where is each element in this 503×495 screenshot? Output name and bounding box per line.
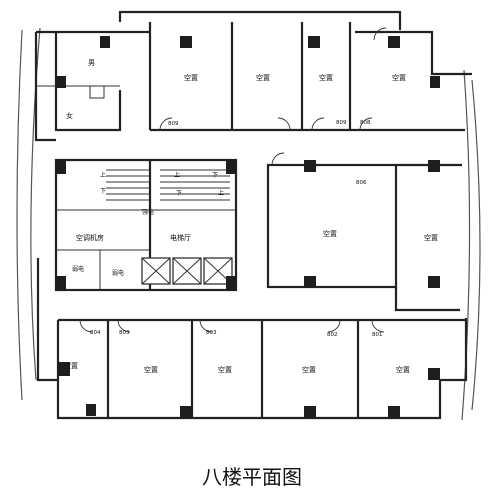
room-number-809a: 809 (168, 121, 179, 127)
door-swings (79, 27, 387, 333)
room-number-806: 806 (356, 180, 367, 186)
room-label-vacant-3: 空置 (319, 73, 333, 82)
plan-title: 八楼平面图 (202, 465, 302, 489)
west-wall-upper (34, 32, 56, 142)
room-label-vacant-2: 空置 (256, 73, 270, 82)
stair-label-up-3: 上 (218, 189, 224, 197)
structural-columns (56, 36, 440, 418)
room-label-female-wc: 女 (66, 111, 73, 120)
room-label-vacant-801: 空置 (396, 365, 410, 374)
stair-label-up-1: 上 (100, 171, 106, 179)
room-label-vacant-803b: 空置 (218, 365, 232, 374)
room-number-803b: 803 (206, 330, 217, 336)
room-label-ac-room: 空调机房 (76, 233, 104, 242)
stair-label-up-2: 上 (174, 171, 180, 179)
room-number-804: 804 (90, 330, 101, 336)
west-wall-lower (36, 258, 58, 382)
south-east-wall (440, 318, 468, 382)
room-label-vacant-central: 空置 (323, 229, 337, 238)
room-label-weak-elec-2: 弱电 (112, 269, 124, 277)
east-room-south (394, 287, 460, 312)
stair-label-down-3: 下 (176, 190, 182, 197)
south-wall (100, 380, 442, 420)
core-outline (54, 158, 238, 292)
room-label-vacant-804: 空置 (64, 361, 78, 370)
north-wall-top (118, 10, 402, 30)
room-number-801: 801 (372, 332, 383, 338)
room-number-808: 808 (360, 120, 371, 126)
west-outer-curve (16, 29, 23, 401)
room-label-male-wc: 男 (88, 59, 95, 67)
room-label-vacant-4: 空置 (392, 73, 406, 82)
room-label-vacant-803a: 空置 (144, 365, 158, 374)
room-label-strong-elec: 强电 (142, 208, 154, 216)
west-wall-bottom-room (56, 320, 100, 420)
room-number-809b: 809 (336, 120, 347, 126)
toilet-fixture (89, 85, 105, 99)
room-number-802: 802 (327, 332, 338, 338)
central-room (266, 163, 398, 289)
elevator-shafts (141, 257, 233, 285)
stair-treads-left (106, 169, 150, 201)
room-label-vacant-802: 空置 (302, 365, 316, 374)
stair-treads-right (160, 169, 230, 201)
east-curtain-wall (471, 79, 481, 411)
stair-label-down-2: 下 (212, 172, 218, 179)
room-label-vacant-east: 空置 (424, 233, 438, 242)
north-wall-east (355, 30, 472, 76)
stair-label-down-1: 下 (100, 188, 106, 195)
room-label-weak-elec-1: 弱电 (72, 265, 84, 273)
room-label-vacant-1: 空置 (184, 73, 198, 82)
room-label-elevator-hall: 电梯厅 (170, 233, 191, 242)
room-number-803a: 803 (119, 330, 130, 336)
